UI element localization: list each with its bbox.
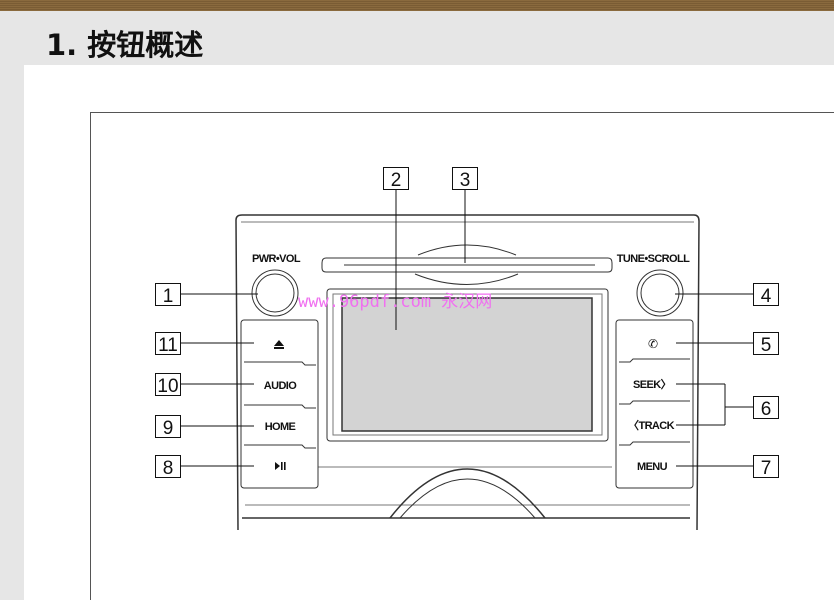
track-button[interactable]: 〈TRACK [628,419,675,432]
home-button[interactable]: HOME [265,421,296,433]
callout-box-11 [155,332,181,355]
left-button-dividers [244,361,316,449]
bottom-arch [389,468,546,519]
callout-box-3 [452,167,478,190]
figure-frame [90,112,834,600]
callout-2: 2 [391,170,402,191]
screen-bezel [326,288,609,442]
callout-leaders [181,190,753,467]
callout-box-10 [155,373,181,396]
callout-box-9 [155,415,181,438]
play-pause-icon[interactable] [275,462,286,470]
callout-box-2 [383,167,409,190]
right-button-dividers [619,358,690,446]
pwr-vol-knob[interactable] [251,269,299,317]
phone-icon[interactable]: ✆ [648,337,658,351]
top-decorative-bar [0,0,834,11]
callout-7: 7 [761,458,772,479]
callout-box-7 [753,455,779,478]
callout-box-6 [753,396,779,419]
callout-box-1 [155,283,181,306]
display-screen[interactable] [341,297,593,432]
panel-outline [235,214,700,531]
callout-box-5 [753,332,779,355]
tune-scroll-label: TUNE•SCROLL [617,253,690,265]
callout-6: 6 [761,399,772,420]
tune-scroll-knob[interactable] [636,269,684,317]
watermark: www.96pdf.com 永汉网 [298,292,492,312]
callout-box-8 [155,455,181,478]
seek-button[interactable]: SEEK〉 [633,378,672,391]
callout-9: 9 [163,418,174,439]
eject-icon[interactable] [274,340,284,349]
pwr-vol-label: PWR•VOL [252,253,301,265]
callout-box-4 [753,283,779,306]
page-title: 1. 按钮概述 [46,28,204,62]
callout-8: 8 [163,458,174,479]
menu-button[interactable]: MENU [637,461,668,473]
callout-10: 10 [157,376,178,397]
callout-11: 11 [158,335,178,356]
cd-slot [321,244,613,285]
callout-1: 1 [163,286,174,307]
audio-button[interactable]: AUDIO [264,380,298,392]
callout-3: 3 [460,170,471,191]
callout-5: 5 [761,335,772,356]
callout-4: 4 [761,286,772,307]
